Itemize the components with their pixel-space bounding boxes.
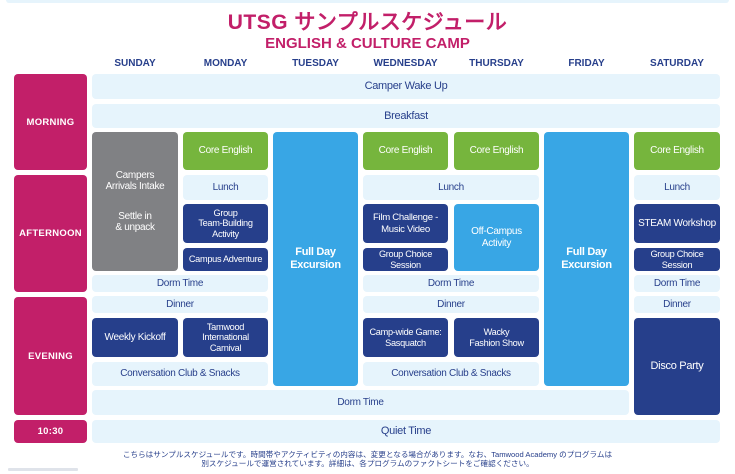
event-sun-mon-dorm-time: Dorm Time <box>92 275 268 292</box>
day-header-saturday: SATURDAY <box>650 58 704 69</box>
event-night-dorm-time: Dorm Time <box>92 390 629 415</box>
day-header-thursday: THURSDAY <box>469 58 524 69</box>
event-breakfast: Breakfast <box>92 104 720 128</box>
event-sunday-arrivals: Campers Arrivals Intake <box>105 169 165 193</box>
period-morning: MORNING <box>14 74 87 170</box>
event-wednesday-core-english: Core English <box>363 132 448 170</box>
event-thursday-fashion-show: Wacky Fashion Show <box>454 318 539 357</box>
event-sun-mon-conversation-club: Conversation Club & Snacks <box>92 362 268 386</box>
event-monday-campus-adventure: Campus Adventure <box>183 248 268 271</box>
event-wed-thu-dinner: Dinner <box>363 296 539 313</box>
day-header-sunday: SUNDAY <box>114 58 156 69</box>
event-thursday-core-english: Core English <box>454 132 539 170</box>
event-thursday-off-campus: Off-Campus Activity <box>454 204 539 271</box>
event-quiet-time: Quiet Time <box>92 420 720 443</box>
period-evening: EVENING <box>14 297 87 415</box>
day-header-friday: FRIDAY <box>568 58 605 69</box>
event-saturday-group-choice: Group Choice Session <box>634 248 720 271</box>
event-saturday-dorm-time: Dorm Time <box>634 275 720 292</box>
footnote-line-2: 別スケジュールで運営されています。詳細は、各プログラムのファクトシートをご確認く… <box>201 459 534 469</box>
footer-fragment <box>8 468 78 471</box>
event-monday-team-building: Group Team-Building Activity <box>183 204 268 243</box>
period-afternoon: AFTERNOON <box>14 175 87 292</box>
event-monday-core-english: Core English <box>183 132 268 170</box>
event-saturday-steam-workshop: STEAM Workshop <box>634 204 720 243</box>
event-saturday-core-english: Core English <box>634 132 720 170</box>
event-friday-excursion: Full Day Excursion <box>544 132 629 386</box>
period-1030: 10:30 <box>14 420 87 443</box>
day-header-wednesday: WEDNESDAY <box>373 58 438 69</box>
event-monday-carnival: Tamwood International Carnival <box>183 318 268 357</box>
page-title: UTSG サンプルスケジュール <box>227 11 508 34</box>
day-header-tuesday: TUESDAY <box>292 58 339 69</box>
event-wed-thu-dorm-time: Dorm Time <box>363 275 539 292</box>
event-saturday-lunch: Lunch <box>634 175 720 200</box>
event-saturday-dinner: Dinner <box>634 296 720 313</box>
event-sunday-settle-in: Settle in & unpack <box>115 210 155 234</box>
event-sunday-arrivals-block: Campers Arrivals Intake Settle in & unpa… <box>92 132 178 271</box>
event-wednesday-film-challenge: Film Challenge - Music Video <box>363 204 448 243</box>
footnote: こちらはサンプルスケジュールです。時間帯やアクティビティの内容は、変更となる場合… <box>0 450 735 469</box>
event-wednesday-sasquatch: Camp-wide Game: Sasquatch <box>363 318 448 357</box>
top-banner-strip <box>6 0 729 3</box>
day-header-monday: MONDAY <box>203 58 248 69</box>
event-wed-thu-lunch: Lunch <box>363 175 539 200</box>
event-wednesday-group-choice: Group Choice Session <box>363 248 448 271</box>
event-sunday-weekly-kickoff: Weekly Kickoff <box>92 318 178 357</box>
event-monday-lunch: Lunch <box>183 175 268 200</box>
footnote-line-1: こちらはサンプルスケジュールです。時間帯やアクティビティの内容は、変更となる場合… <box>122 450 613 459</box>
event-wed-thu-conversation-club: Conversation Club & Snacks <box>363 362 539 386</box>
event-saturday-disco-party: Disco Party <box>634 318 720 415</box>
event-sun-mon-dinner: Dinner <box>92 296 268 313</box>
event-tuesday-excursion: Full Day Excursion <box>273 132 358 386</box>
page-subtitle: ENGLISH & CULTURE CAMP <box>265 35 470 52</box>
event-camper-wake-up: Camper Wake Up <box>92 74 720 99</box>
